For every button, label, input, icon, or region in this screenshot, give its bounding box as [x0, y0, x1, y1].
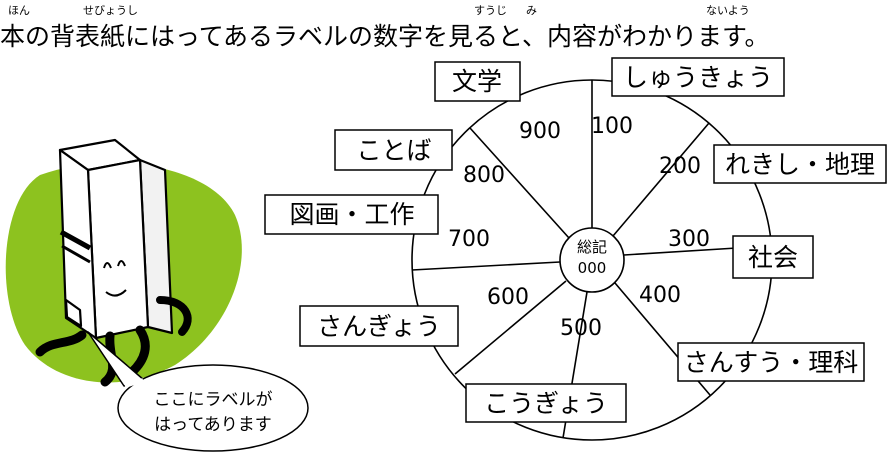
sector-number-900: 900: [519, 119, 561, 144]
ruby-naiyou: ないよう: [706, 4, 750, 17]
category-300: 社会: [748, 243, 798, 272]
category-400: さんすう・理科: [684, 348, 859, 377]
category-900: 文学: [452, 67, 502, 96]
label-box-200: [713, 144, 887, 184]
label-box-800: [334, 129, 453, 171]
sector-number-800: 800: [463, 163, 505, 188]
ruby-sebyoushi: せびょうし: [83, 4, 138, 17]
category-500: こうぎょう: [484, 389, 608, 418]
category-700: 図画・工作: [289, 200, 414, 229]
callout-bubble: ここにラベルが はってあります: [87, 331, 309, 452]
label-box-400: [677, 342, 865, 382]
sector-number-100: 100: [591, 114, 633, 139]
page-heading: 本の背表紙にはってあるラベルの数字を見ると、内容がわかります。: [0, 22, 770, 51]
center-label-line-1: 総記: [577, 238, 607, 256]
ruby-suuji: すうじ: [474, 4, 507, 17]
label-box-900: [434, 61, 521, 102]
ruby-mi: み: [526, 4, 537, 17]
label-box-500: [465, 383, 627, 423]
label-box-700: [264, 194, 439, 235]
sector-number-500: 500: [560, 316, 602, 341]
ruby-hon: ほん: [8, 4, 30, 17]
label-box-100: [611, 57, 785, 97]
category-200: れきし・地理: [725, 150, 875, 179]
center-label-line-2: 000: [578, 259, 607, 277]
book-character-illustration: [35, 138, 192, 387]
category-600: さんぎょう: [317, 312, 441, 341]
wheel-spokes: [411, 80, 770, 439]
sector-number-600: 600: [487, 285, 529, 310]
category-100: しゅうきょう: [623, 63, 773, 92]
label-box-600: [299, 305, 459, 347]
sector-number-400: 400: [639, 283, 681, 308]
sector-number-300: 300: [668, 227, 710, 252]
callout-line-2: はってあります: [154, 415, 272, 435]
sector-number-200: 200: [659, 154, 701, 179]
callout-line-1: ここにラベルが: [154, 390, 273, 410]
sector-number-700: 700: [448, 227, 490, 252]
label-box-300: [732, 235, 814, 279]
category-800: ことば: [356, 136, 431, 165]
wheel-center-circle: [559, 227, 625, 293]
